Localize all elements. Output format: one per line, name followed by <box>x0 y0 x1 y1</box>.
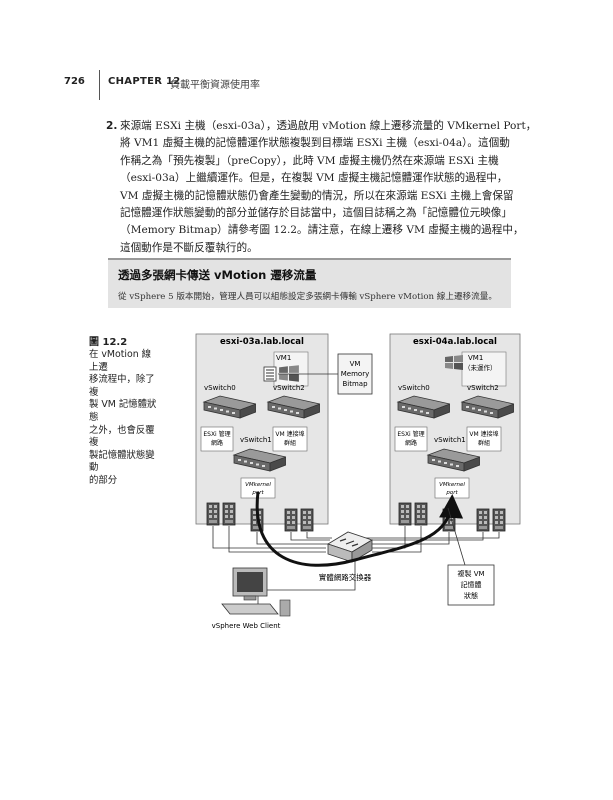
target-vm1-label: VM1 <box>468 354 483 362</box>
target-nic-icon <box>492 508 506 532</box>
target-host: esxi-04a.lab.local VM1 （未運作） vSwitch0 vS… <box>389 333 521 532</box>
copy-callout-box <box>447 564 495 606</box>
source-vswitch0-label: vSwitch0 <box>204 384 236 392</box>
source-vm-portgroup-label: 群組 <box>284 439 296 447</box>
target-nic-icon <box>476 508 490 532</box>
target-mgmt-network-label: 網路 <box>405 439 417 447</box>
tip-text: 從 vSphere 5 版本開始，管理人員可以組態設定多張網卡傳輸 vSpher… <box>118 292 497 302</box>
caption-line: 在 vMotion 線上遷 <box>89 349 152 373</box>
copy-callout: 複製 VM 記憶體 狀態 <box>447 507 495 606</box>
target-host-title: esxi-04a.lab.local <box>413 337 497 347</box>
source-vmkernel-label: VMkernel <box>245 482 271 488</box>
tip-box: 透過多張網卡傳送 vMotion 遷移流量 從 vSphere 5 版本開始，管… <box>108 258 511 308</box>
target-vm1-status: （未運作） <box>464 363 497 372</box>
memory-bitmap-label: VM <box>350 360 361 368</box>
target-vswitch2-label: vSwitch2 <box>467 384 499 392</box>
step-number: 2. <box>106 120 118 132</box>
source-vm-portgroup-label: VM 連接埠 <box>275 430 304 438</box>
paragraph-line: 將 VM1 虛擬主機的記憶體運作狀態複製到目標端 ESXi 主機（esxi-04… <box>120 137 510 150</box>
memory-bitmap-box <box>337 353 373 395</box>
tower-icon <box>279 599 291 617</box>
source-vm1-label: VM1 <box>276 354 291 362</box>
paragraph-line: 作稱之為「預先複製」（preCopy），此時 VM 虛擬主機仍然在來源端 ESX… <box>120 154 499 167</box>
web-client-label: vSphere Web Client <box>212 622 281 630</box>
paragraph-line: VM 虛擬主機的記憶體狀態仍會產生變動的情況，所以在來源端 ESXi 主機上會保… <box>120 189 514 202</box>
target-mgmt-network-label: ESXi 管理 <box>397 430 424 438</box>
caption-line: 的部分 <box>89 474 118 486</box>
network-cables <box>212 526 500 606</box>
physical-switch-label: 實體網路交換器 <box>319 572 372 582</box>
source-nic-icon <box>206 502 220 526</box>
physical-switch: 實體網路交換器 <box>319 531 373 582</box>
target-nic-icon <box>398 502 412 526</box>
target-vm1-box <box>461 351 507 387</box>
memory-bitmap-label: Bitmap <box>342 380 368 388</box>
target-vswitch1-label: vSwitch1 <box>434 436 466 444</box>
keyboard-icon <box>221 603 279 615</box>
target-nic-icon <box>414 502 428 526</box>
chapter-label: CHAPTER 12 <box>108 76 181 87</box>
paragraph-line: 來源端 ESXi 主機（esxi-03a），透過啟用 vMotion 線上遷移流… <box>120 120 537 132</box>
caption-line: 之外，也會反覆複 <box>89 424 155 449</box>
figure-caption: 在 vMotion 線上遷 移流程中，除了複 製 VM 記憶體狀態 之外，也會反… <box>89 349 159 488</box>
target-vm-portgroup-label: VM 連接埠 <box>469 430 498 438</box>
copy-callout-label: 複製 VM <box>457 569 484 578</box>
switch-arrows-icon <box>339 538 359 547</box>
source-nic-icon <box>300 508 314 532</box>
target-vm1-group: VM1 （未運作） <box>445 351 507 387</box>
source-mgmt-network-label: ESXi 管理 <box>203 430 230 438</box>
tip-title: 透過多張網卡傳送 vMotion 遷移流量 <box>118 268 317 282</box>
vmotion-copy-arrow <box>255 491 464 567</box>
source-nic-icon <box>284 508 298 532</box>
caption-line: 製記憶體狀態變動 <box>89 449 155 474</box>
copy-callout-label: 記憶體 <box>461 580 482 589</box>
target-vmkernel-label: port <box>445 490 458 496</box>
source-vm-portgroup-box <box>272 426 308 452</box>
source-nic-icon <box>222 502 236 526</box>
source-host: esxi-03a.lab.local VM1 vSwitch0 vSwitch2… <box>195 333 329 532</box>
web-client-computer: vSphere Web Client <box>212 567 291 630</box>
memory-bitmap: VM Memory Bitmap <box>278 353 373 395</box>
source-vm1-group: VM1 <box>263 351 309 387</box>
target-vmkernel-label: VMkernel <box>439 482 465 488</box>
figure-label: 圖 12.2 <box>89 337 128 348</box>
target-vswitch0-label: vSwitch0 <box>398 384 430 392</box>
paragraph-line: 這個動作是不斷反覆執行的。 <box>120 241 258 254</box>
copy-callout-label: 狀態 <box>464 591 478 600</box>
header-divider <box>99 70 100 100</box>
source-mgmt-network-label: 網路 <box>211 439 223 447</box>
step-paragraph: 2. 來源端 ESXi 主機（esxi-03a），透過啟用 vMotion 線上… <box>106 118 537 257</box>
target-vm-portgroup-label: 群組 <box>478 439 490 447</box>
source-mgmt-network-box <box>200 426 234 452</box>
source-host-title: esxi-03a.lab.local <box>220 337 304 347</box>
caption-line: 移流程中，除了複 <box>89 374 155 398</box>
target-vm-portgroup-box <box>466 426 502 452</box>
paragraph-line: 記憶體運作狀態變動的部分並儲存於目誌當中，這個目誌稱之為「記憶體位元映像」 <box>120 207 512 220</box>
paragraph-line: （esxi-03a）上繼續運作。但是，在複製 VM 虛擬主機記憶體運作狀態的過程… <box>120 172 508 185</box>
caption-line: 製 VM 記憶體狀態 <box>89 399 157 423</box>
page-number: 726 <box>64 76 85 87</box>
chapter-title: 負載平衡資源使用率 <box>170 80 260 91</box>
source-vswitch2-label: vSwitch2 <box>273 384 305 392</box>
paragraph-line: （Memory Bitmap）請參考圖 12.2。請注意，在線上遷移 VM 虛擬… <box>120 224 524 237</box>
target-mgmt-network-box <box>394 426 428 452</box>
memory-bitmap-label: Memory <box>341 370 369 378</box>
source-vswitch1-label: vSwitch1 <box>240 436 272 444</box>
